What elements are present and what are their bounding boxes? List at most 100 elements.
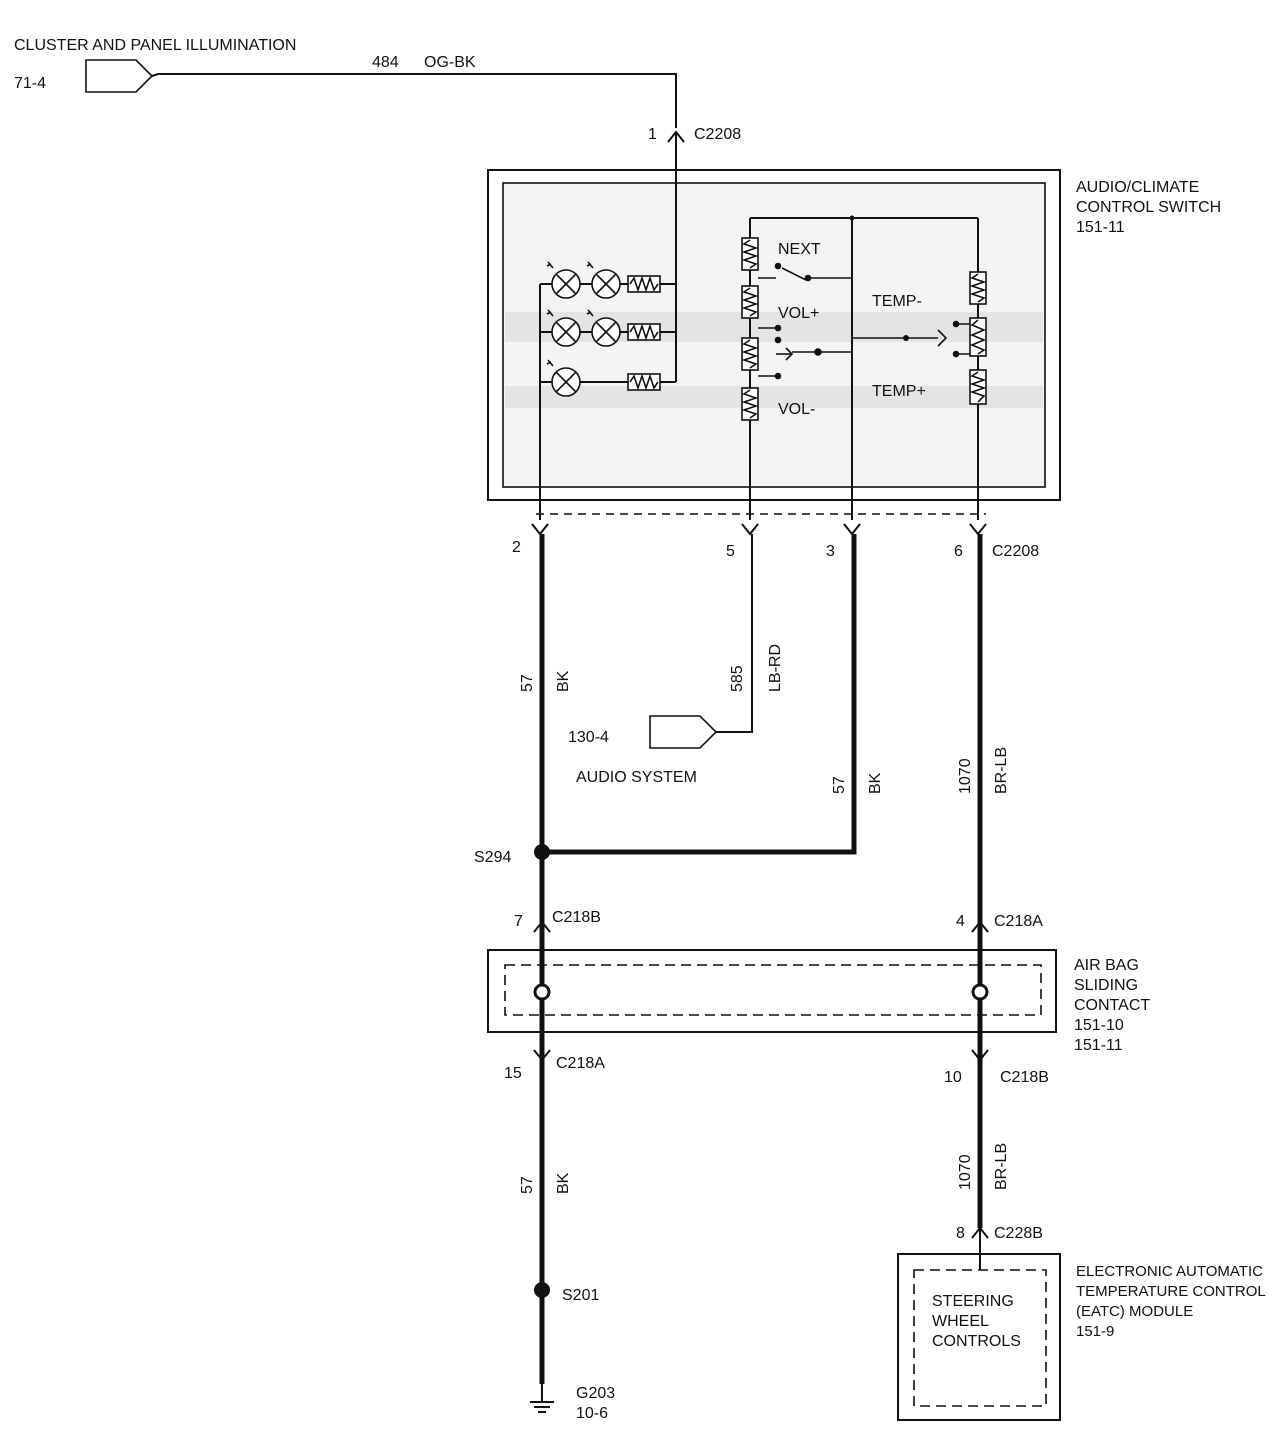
airbag-contact-frame xyxy=(487,949,1057,1033)
resistor-icon xyxy=(627,275,661,293)
wire-57-circuit-upper: 57 xyxy=(519,674,536,692)
c2208-pin6-number: 6 xyxy=(954,543,963,560)
c2208-pin6-chevron xyxy=(969,523,987,536)
airbag-title-2: SLIDING xyxy=(1074,977,1138,994)
wire-484-og-bk xyxy=(151,73,677,128)
wire-57-bk-return xyxy=(542,534,857,855)
c2208-lower-connector: C2208 xyxy=(992,543,1039,560)
switch-ref: 151-11 xyxy=(1076,219,1125,236)
common-rail-junction-dot xyxy=(849,215,855,221)
c218a-lower-connector: C218A xyxy=(556,1055,605,1072)
wire-484-circuit: 484 xyxy=(372,54,399,71)
wire-585-color: LB-RD xyxy=(767,644,784,692)
wire-1070-color-lower: BR-LB xyxy=(993,1143,1010,1190)
vol-up-switch-contact xyxy=(758,324,782,344)
wire-1070-circuit-lower: 1070 xyxy=(957,1154,974,1190)
airbag-ref-2: 151-11 xyxy=(1074,1037,1123,1054)
eatc-inner-label-3: CONTROLS xyxy=(932,1333,1021,1350)
c218a-pin15-number: 15 xyxy=(504,1065,522,1082)
cluster-connector-flag xyxy=(85,59,154,93)
resistor-icon xyxy=(741,285,759,319)
resistor-icon xyxy=(969,369,987,405)
switch-label-vol-down: VOL- xyxy=(778,401,815,418)
ground-g203-label: G203 xyxy=(576,1385,615,1402)
wire-1070-circuit-upper: 1070 xyxy=(957,758,974,794)
eatc-inner-label-2: WHEEL xyxy=(932,1313,989,1330)
resistor-icon xyxy=(741,337,759,371)
c218b-pin10-number: 10 xyxy=(944,1069,962,1086)
wire-57-circuit-return: 57 xyxy=(831,776,848,794)
switch-label-temp-down: TEMP- xyxy=(872,293,922,310)
wire-57-color-lower: BK xyxy=(555,1172,572,1194)
airbag-ref-1: 151-10 xyxy=(1074,1017,1124,1034)
lamp-icon xyxy=(546,309,581,347)
eatc-module-frame xyxy=(897,1253,1061,1421)
splice-s294-dot xyxy=(534,844,550,860)
resistor-icon xyxy=(741,387,759,421)
cluster-illumination-title: CLUSTER AND PANEL ILLUMINATION xyxy=(14,37,296,54)
switch-label-temp-up: TEMP+ xyxy=(872,383,926,400)
wire-57-color-upper: BK xyxy=(555,670,572,692)
audio-connector-flag xyxy=(649,715,718,749)
resistor-icon xyxy=(627,373,661,391)
ground-icon xyxy=(530,1384,554,1413)
c218a-pin15-chevron xyxy=(533,1049,551,1062)
resistor-icon xyxy=(741,237,759,271)
eatc-title-2: TEMPERATURE CONTROL xyxy=(1076,1283,1266,1300)
airbag-contact-ring-left xyxy=(533,983,551,1001)
eatc-inner-label-1: STEERING xyxy=(932,1293,1014,1310)
switch-outer-frame xyxy=(487,169,1061,501)
eatc-title-1: ELECTRONIC AUTOMATIC xyxy=(1076,1263,1263,1280)
c218a-upper-connector: C218A xyxy=(994,913,1043,930)
wire-585-circuit: 585 xyxy=(729,665,746,692)
next-switch-contact xyxy=(758,262,852,282)
c2208-pin3-chevron xyxy=(843,523,861,536)
audio-name: AUDIO SYSTEM xyxy=(576,769,697,786)
eatc-ref: 151-9 xyxy=(1076,1323,1114,1340)
vol-down-switch-contact xyxy=(758,347,852,380)
switch-title-1: AUDIO/CLIMATE xyxy=(1076,179,1199,196)
resistor-icon xyxy=(627,323,661,341)
c228b-connector: C228B xyxy=(994,1225,1043,1242)
c218b-pin7-chevron xyxy=(533,920,551,933)
c2208-pin1-number: 1 xyxy=(648,126,657,143)
wire-585-lb-rd xyxy=(716,534,753,733)
lamp-icon xyxy=(586,261,621,299)
lamp-icon xyxy=(586,309,621,347)
airbag-contact-inner-dashed xyxy=(504,964,1042,1016)
resistor-icon xyxy=(969,317,987,357)
switch-shading-band-2 xyxy=(505,386,1043,408)
c2208-pin2-number: 2 xyxy=(512,539,521,556)
c2208-pin5-chevron xyxy=(741,523,759,536)
ground-g203-ref: 10-6 xyxy=(576,1405,608,1422)
wire-57-circuit-lower: 57 xyxy=(519,1176,536,1194)
splice-s201-label: S201 xyxy=(562,1287,599,1304)
wire-57-color-return: BK xyxy=(867,772,884,794)
airbag-contact-ring-right xyxy=(971,983,989,1001)
eatc-inner-dashed xyxy=(913,1269,1047,1407)
switch-title-2: CONTROL SWITCH xyxy=(1076,199,1221,216)
eatc-title-3: (EATC) MODULE xyxy=(1076,1303,1193,1320)
temp-switch-contact-dot xyxy=(903,335,909,341)
splice-s294-label: S294 xyxy=(474,849,511,866)
cluster-illumination-ref: 71-4 xyxy=(14,75,46,92)
wire-1070-color-upper: BR-LB xyxy=(993,747,1010,794)
splice-s201-dot xyxy=(534,1282,550,1298)
c218b-upper-connector: C218B xyxy=(552,909,601,926)
c228b-pin8-number: 8 xyxy=(956,1225,965,1242)
c218a-pin4-chevron xyxy=(971,920,989,933)
c2208-pin5-number: 5 xyxy=(726,543,735,560)
airbag-title-1: AIR BAG xyxy=(1074,957,1139,974)
switch-label-next: NEXT xyxy=(778,241,821,258)
wire-484-color: OG-BK xyxy=(424,54,476,71)
c218b-pin10-chevron xyxy=(971,1049,989,1062)
c218b-pin7-number: 7 xyxy=(514,913,523,930)
c2208-pin1-connector: C2208 xyxy=(694,126,741,143)
c218a-pin4-number: 4 xyxy=(956,913,965,930)
c218b-lower-connector: C218B xyxy=(1000,1069,1049,1086)
c2208-pin2-chevron xyxy=(531,523,549,536)
switch-label-vol-up: VOL+ xyxy=(778,305,819,322)
audio-ref: 130-4 xyxy=(568,729,609,746)
lamp-icon xyxy=(546,261,581,299)
